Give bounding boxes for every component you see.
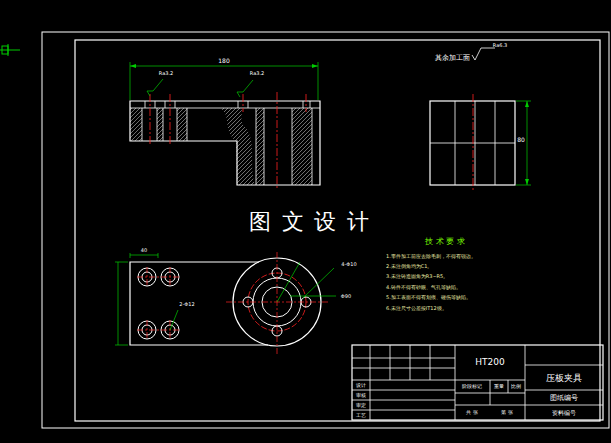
dimension: 180 bbox=[218, 58, 229, 64]
drawing-title: 压板夹具 bbox=[546, 374, 582, 383]
roughness-value: Ra3.2 bbox=[159, 71, 173, 76]
note-line: 5.加工表面不得有划痕、碰伤等缺陷。 bbox=[386, 295, 471, 300]
notes-heading: 技 术 要 求 bbox=[425, 238, 465, 246]
table-cell: 工艺 bbox=[356, 413, 366, 418]
side-view bbox=[430, 48, 531, 192]
table-cell: 第 张 bbox=[501, 410, 513, 415]
callout-label: Φ90 bbox=[341, 294, 351, 299]
callout-label: 4-Φ10 bbox=[341, 262, 356, 267]
callout-label: 2-Φ12 bbox=[179, 302, 194, 307]
surface-note: 其余加工面 bbox=[435, 55, 470, 62]
table-cell: 重量 bbox=[494, 384, 504, 389]
corner-mark bbox=[0, 44, 20, 56]
title-block bbox=[352, 345, 603, 420]
note-line: 2.未注倒角均为C1。 bbox=[386, 264, 432, 269]
outer-frame bbox=[42, 32, 609, 428]
inner-frame bbox=[75, 40, 600, 421]
note-line: 3.未注铸造圆角为R3~R5。 bbox=[386, 274, 448, 279]
dimension: 80 bbox=[517, 137, 525, 143]
drawing-number: 图纸编号 bbox=[550, 395, 578, 402]
table-cell: 阶段标记 bbox=[462, 384, 482, 389]
roughness-value: Ra3.2 bbox=[250, 71, 264, 76]
watermark: 图 文 设 计 bbox=[249, 211, 372, 233]
note-line: 4.铸件不得有砂眼、气孔等缺陷。 bbox=[386, 285, 461, 290]
front-view bbox=[130, 62, 320, 190]
table-cell: 共 张 bbox=[466, 410, 478, 415]
roughness-value: Ra6.3 bbox=[493, 43, 507, 48]
material: HT200 bbox=[475, 358, 504, 367]
table-cell: 审定 bbox=[356, 403, 366, 408]
dimension: 40 bbox=[141, 248, 147, 253]
top-view bbox=[115, 252, 336, 354]
table-cell: 审核 bbox=[356, 393, 366, 398]
data-number: 资料编号 bbox=[552, 410, 576, 416]
table-cell: 设计 bbox=[356, 383, 366, 388]
note-line: 6.未注尺寸公差按IT12级。 bbox=[386, 306, 447, 311]
note-line: 1.零件加工前应去除毛刺，不得有锐边。 bbox=[386, 254, 476, 259]
table-cell: 比例 bbox=[511, 384, 521, 389]
